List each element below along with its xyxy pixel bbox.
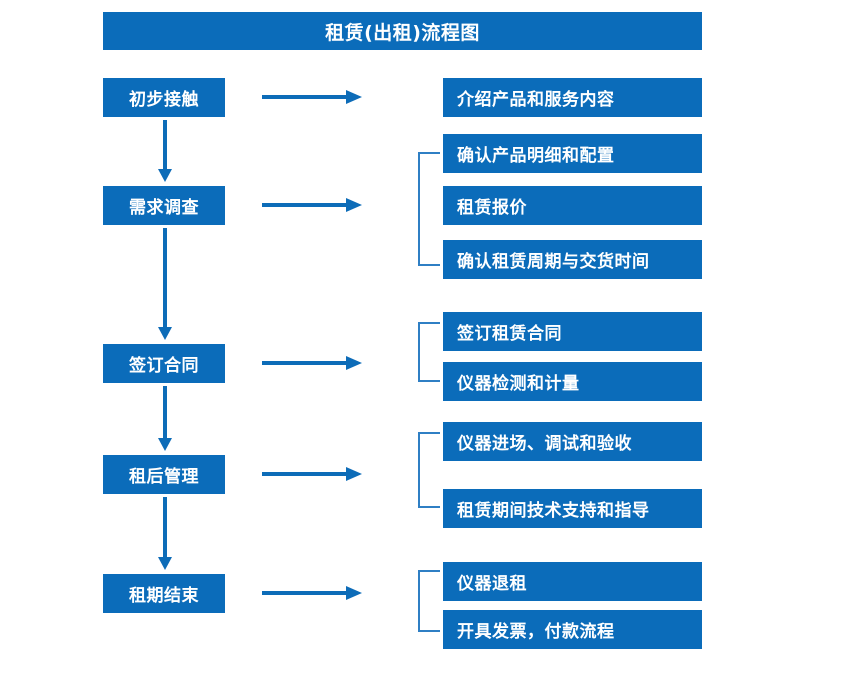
detail-box-5-1[interactable]: 仪器退租 [443, 562, 702, 601]
detail-box-4-2[interactable]: 租赁期间技术支持和指导 [443, 489, 702, 528]
stage-box-4[interactable]: 租后管理 [103, 455, 225, 494]
detail-box-2-3[interactable]: 确认租赁周期与交货时间 [443, 240, 702, 279]
detail-box-3-2[interactable]: 仪器检测和计量 [443, 362, 702, 401]
horizontal-arrow-icon-3 [262, 356, 362, 370]
detail-box-5-2[interactable]: 开具发票，付款流程 [443, 610, 702, 649]
page-title: 租赁(出租)流程图 [103, 12, 702, 50]
group-bracket-4 [418, 432, 440, 508]
detail-box-1-1[interactable]: 介绍产品和服务内容 [443, 78, 702, 117]
horizontal-arrow-icon-4 [262, 467, 362, 481]
group-bracket-2 [418, 152, 440, 266]
horizontal-arrow-icon-5 [262, 586, 362, 600]
vertical-arrow-icon-2 [158, 228, 172, 341]
stage-box-5[interactable]: 租期结束 [103, 574, 225, 613]
horizontal-arrow-icon-2 [262, 198, 362, 212]
vertical-arrow-icon-3 [158, 386, 172, 452]
group-bracket-5 [418, 570, 440, 632]
detail-box-3-1[interactable]: 签订租赁合同 [443, 312, 702, 351]
horizontal-arrow-icon-1 [262, 90, 362, 104]
stage-box-3[interactable]: 签订合同 [103, 344, 225, 383]
vertical-arrow-icon-1 [158, 120, 172, 182]
group-bracket-3 [418, 322, 440, 382]
stage-box-1[interactable]: 初步接触 [103, 78, 225, 117]
detail-box-4-1[interactable]: 仪器进场、调试和验收 [443, 422, 702, 461]
detail-box-2-1[interactable]: 确认产品明细和配置 [443, 134, 702, 173]
stage-box-2[interactable]: 需求调查 [103, 186, 225, 225]
vertical-arrow-icon-4 [158, 497, 172, 571]
detail-box-2-2[interactable]: 租赁报价 [443, 186, 702, 225]
